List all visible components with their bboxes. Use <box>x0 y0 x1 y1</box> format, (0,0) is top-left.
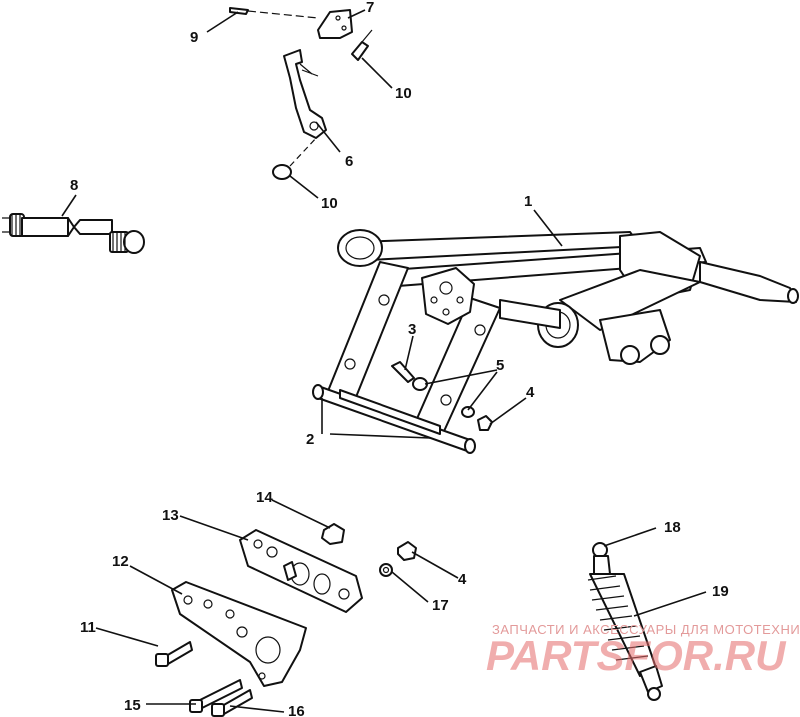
swing-arms-part-2 <box>312 261 501 454</box>
callout-19: 19 <box>712 583 729 600</box>
arm-part-6 <box>283 49 327 139</box>
shock-absorber-part-19 <box>587 542 663 701</box>
bolts-part-15-16 <box>189 679 253 717</box>
watermark: ЗАПЧАСТИ И АКСЕССУАРЫ ДЛЯ МОТОТЕХНИКИ PA… <box>486 622 800 679</box>
cap-part-10-lower <box>272 135 319 180</box>
callout-11: 11 <box>80 619 96 636</box>
bolt-part-11 <box>155 641 193 667</box>
callout-7: 7 <box>366 0 374 16</box>
bolt-part-3 <box>391 361 415 383</box>
callout-14: 14 <box>256 489 273 506</box>
nut-part-14 <box>321 523 345 545</box>
callout-10-lower: 10 <box>321 195 338 212</box>
callout-10-upper: 10 <box>395 85 412 102</box>
callout-18: 18 <box>664 519 681 536</box>
callout-labels: 9 7 10 6 10 8 1 3 5 4 2 14 13 12 4 17 11… <box>70 0 729 717</box>
leader-lines <box>61 9 707 713</box>
bolt-part-10-upper <box>351 29 373 61</box>
callout-8: 8 <box>70 177 78 194</box>
frame-part-1 <box>337 229 799 365</box>
plate-part-13 <box>239 529 363 613</box>
plate-part-12 <box>171 581 307 687</box>
callout-5: 5 <box>496 357 504 374</box>
plate-on-frame <box>421 267 475 325</box>
shaft-part-8 <box>2 213 145 254</box>
watermark-tagline: ЗАПЧАСТИ И АКСЕССУАРЫ ДЛЯ МОТОТЕХНИКИ <box>492 622 800 637</box>
bracket-part-7 <box>317 9 353 39</box>
callout-4-upper: 4 <box>526 384 535 401</box>
nut-part-4-lower <box>397 541 417 561</box>
watermark-brand: PARTSFOR.RU <box>486 632 787 679</box>
callout-2: 2 <box>306 431 314 448</box>
callout-13: 13 <box>162 507 179 524</box>
callout-1: 1 <box>524 193 532 210</box>
callout-4-lower: 4 <box>458 571 467 588</box>
callout-16: 16 <box>288 703 305 717</box>
callout-6: 6 <box>345 153 353 170</box>
callout-3: 3 <box>408 321 416 338</box>
washer-part-17 <box>379 563 393 577</box>
callout-9: 9 <box>190 29 198 46</box>
callout-15: 15 <box>124 697 141 714</box>
nut-part-4-upper <box>477 415 493 431</box>
callout-17: 17 <box>432 597 449 614</box>
callout-12: 12 <box>112 553 129 570</box>
pin-part-9 <box>229 7 319 19</box>
